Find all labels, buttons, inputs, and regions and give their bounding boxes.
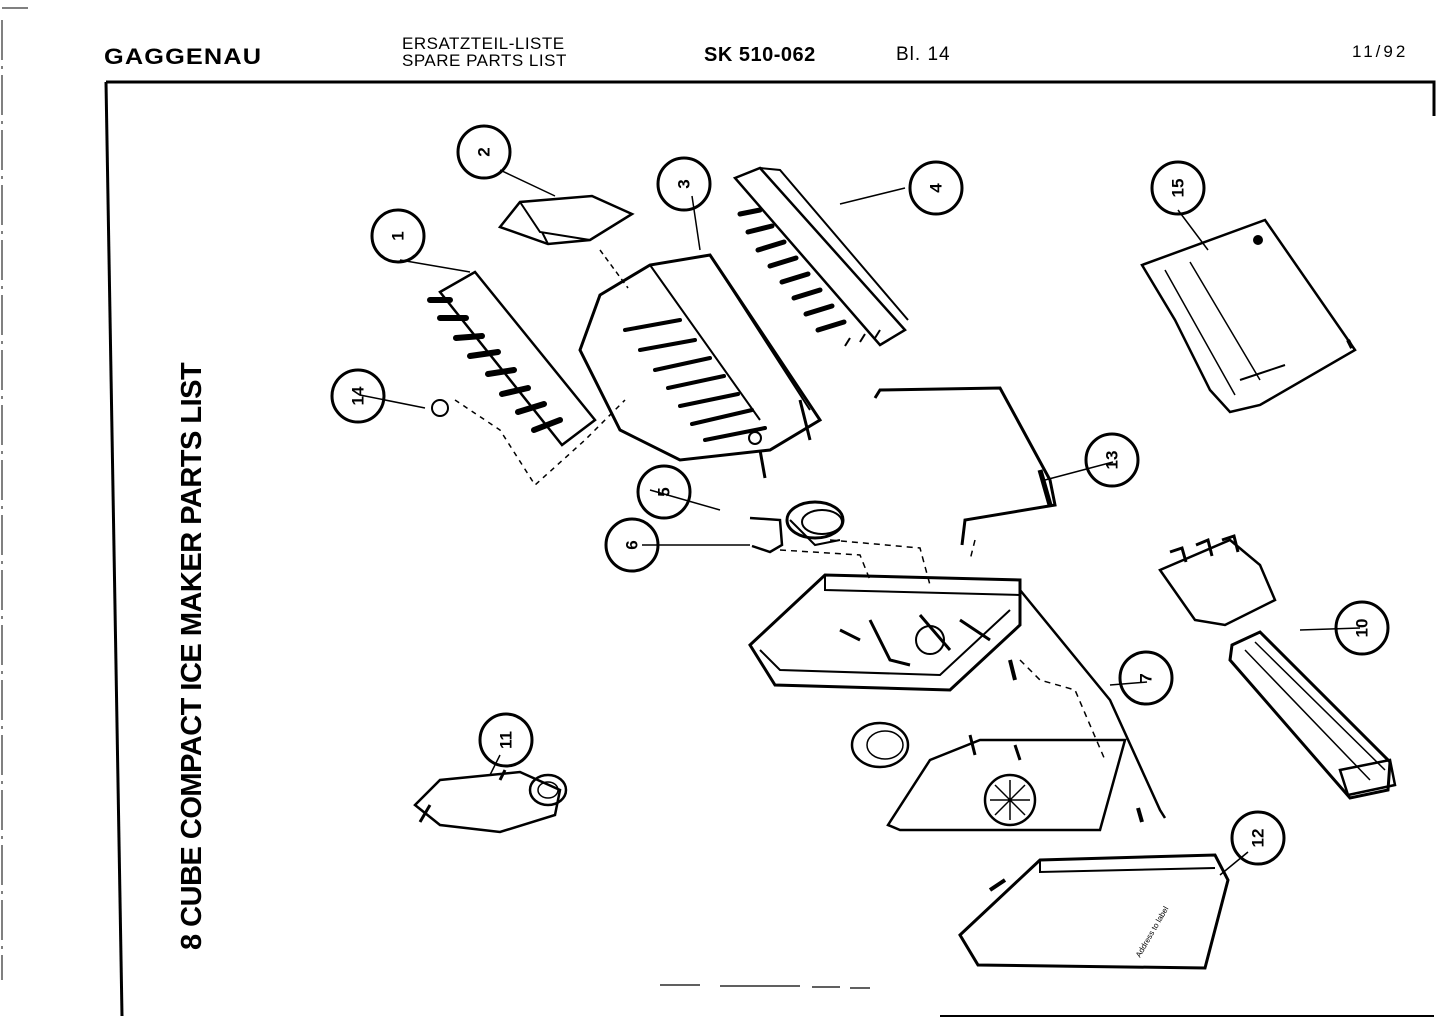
part-6-clip xyxy=(749,516,784,554)
svg-text:2: 2 xyxy=(475,147,494,156)
callout-1: 1 xyxy=(370,208,426,264)
callout-6: 6 xyxy=(604,517,660,573)
part-10-connector xyxy=(1228,630,1397,800)
svg-text:4: 4 xyxy=(927,183,946,193)
motor-module xyxy=(850,721,1144,832)
cover-label-text: Address to label xyxy=(1134,905,1171,959)
part-number: SK 510-062 xyxy=(704,44,816,66)
title-german: ERSATZTEIL-LISTE xyxy=(402,34,565,53)
date-code: 11/92 xyxy=(1352,42,1409,61)
header-titles: ERSATZTEIL-LISTE SPARE PARTS LIST xyxy=(402,35,567,69)
callout-10: 10 xyxy=(1334,600,1390,656)
callout-4: 4 xyxy=(908,160,964,216)
svg-text:12: 12 xyxy=(1249,829,1268,848)
part-1-ejector xyxy=(427,270,597,447)
part-15-bracket xyxy=(1140,218,1357,414)
sheet-number: Bl. 14 xyxy=(896,44,951,65)
wire-harness xyxy=(1158,534,1277,627)
callout-3: 3 xyxy=(656,156,712,212)
part-5-thermostat xyxy=(785,500,845,547)
svg-text:11: 11 xyxy=(497,731,516,749)
part-4-heater xyxy=(732,166,909,347)
diagram-title: 8 CUBE COMPACT ICE MAKER PARTS LIST xyxy=(176,362,208,950)
svg-text:7: 7 xyxy=(1137,673,1156,682)
part-3-mold xyxy=(578,253,823,479)
part-11-water-valve xyxy=(413,769,568,834)
part-12-cover: Address to label xyxy=(958,853,1230,970)
svg-text:5: 5 xyxy=(655,487,674,496)
callout-13: 13 xyxy=(1084,432,1140,488)
callout-14: 14 xyxy=(330,368,386,424)
callout-12: 12 xyxy=(1230,810,1286,866)
callout-5: 5 xyxy=(636,464,692,520)
callout-2: 2 xyxy=(456,124,512,180)
part-2-bracket xyxy=(497,194,635,246)
svg-text:14: 14 xyxy=(349,386,368,405)
svg-text:1: 1 xyxy=(389,231,408,240)
svg-text:6: 6 xyxy=(623,540,642,549)
brand-logo: GAGGENAU xyxy=(104,44,263,69)
part-13-shutoff-arm xyxy=(873,386,1057,546)
svg-text:13: 13 xyxy=(1103,451,1122,470)
callout-7: 7 xyxy=(1118,650,1174,706)
svg-text:10: 10 xyxy=(1353,619,1372,638)
svg-text:3: 3 xyxy=(675,179,694,188)
callout-11: 11 xyxy=(478,712,534,768)
title-english: SPARE PARTS LIST xyxy=(402,51,567,70)
callout-15: 15 xyxy=(1150,160,1206,216)
part-7-housing xyxy=(748,573,1022,692)
svg-text:15: 15 xyxy=(1169,179,1188,198)
